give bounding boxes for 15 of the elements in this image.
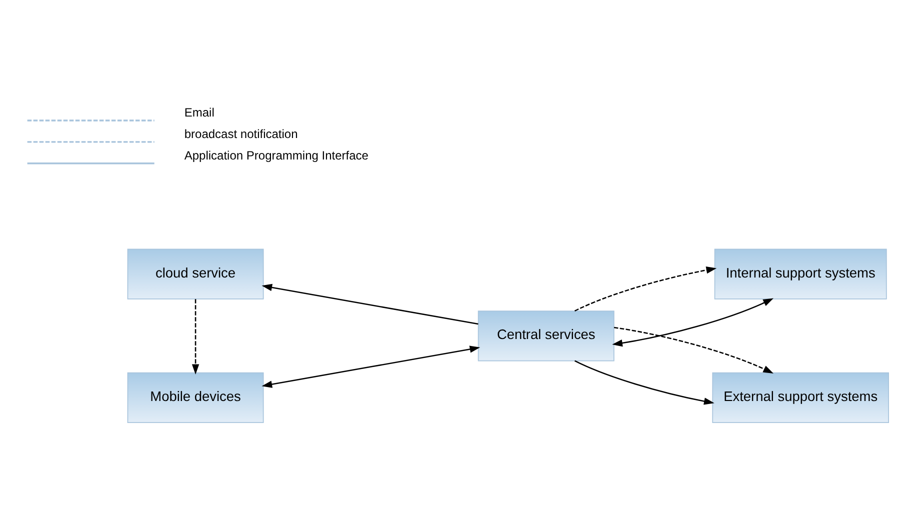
arrow (574, 360, 714, 404)
node-box: Mobile devices (127, 372, 264, 422)
arrow (262, 283, 478, 324)
arrow (192, 298, 200, 374)
legend-label: broadcast notification (184, 126, 298, 140)
arrow (612, 298, 774, 346)
node-box: Internal support systems (714, 248, 887, 299)
legend-label: Application Programming Interface (184, 148, 368, 162)
arrow (614, 326, 774, 374)
arrow (574, 266, 717, 312)
node-box: cloud service (127, 248, 264, 299)
node-box: Central services (478, 310, 614, 361)
arrow (262, 345, 480, 388)
legend-label: Email (184, 104, 214, 119)
node-box: External support systems (712, 372, 889, 422)
